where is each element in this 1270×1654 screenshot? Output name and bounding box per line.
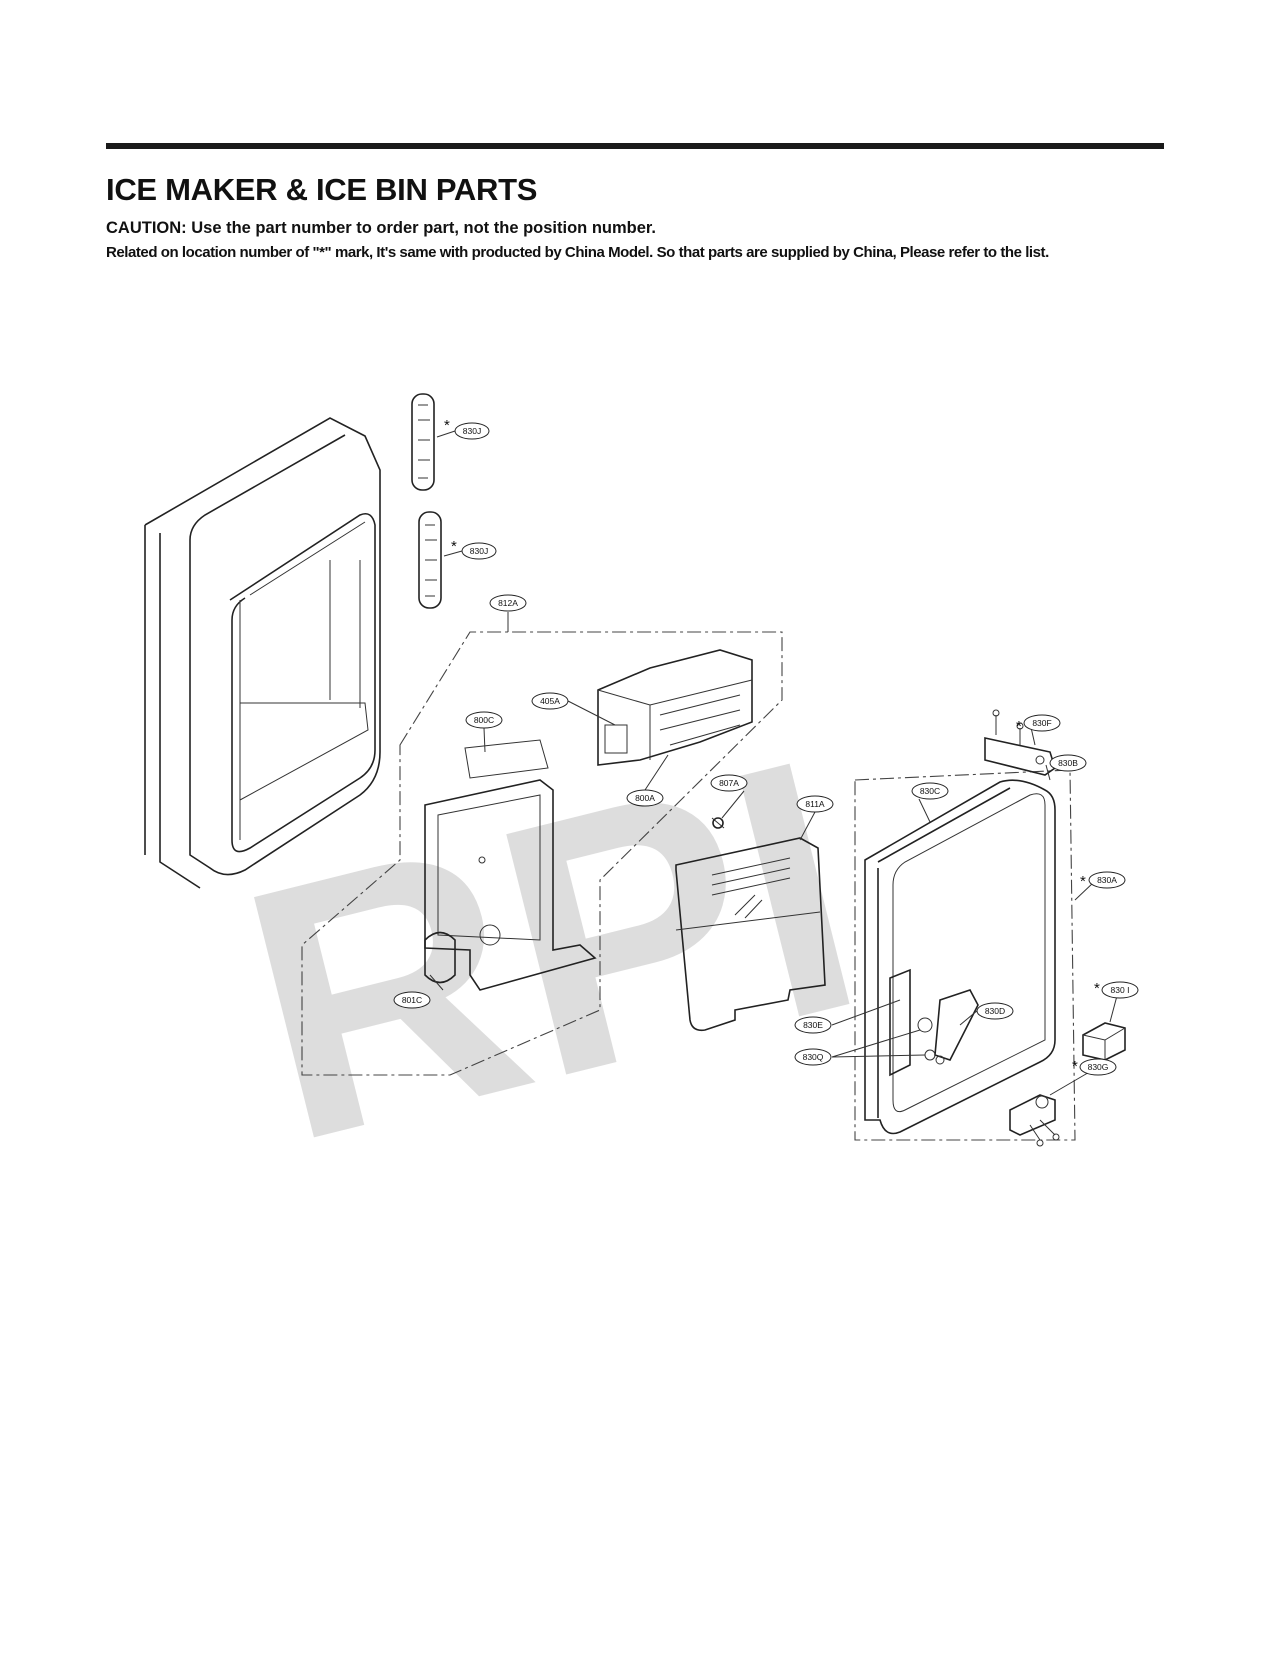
part-label-830E: 830E — [794, 1016, 832, 1034]
cap-830I — [1082, 1022, 1126, 1061]
part-label-812A: 812A — [489, 594, 527, 612]
door-frame — [144, 417, 381, 889]
svg-text:830Q: 830Q — [803, 1052, 824, 1062]
star-mark: * — [1072, 1058, 1078, 1075]
svg-text:830J: 830J — [463, 426, 481, 436]
svg-text:812A: 812A — [498, 598, 518, 608]
svg-text:830C: 830C — [920, 786, 940, 796]
svg-text:807A: 807A — [719, 778, 739, 788]
bracket-800C — [424, 739, 597, 991]
part-label-801C: 801C — [393, 991, 431, 1009]
part-label-405A: 405A — [531, 692, 569, 710]
svg-text:830D: 830D — [985, 1006, 1005, 1016]
svg-text:830A: 830A — [1097, 875, 1117, 885]
star-mark: * — [444, 417, 450, 434]
svg-text:830E: 830E — [803, 1020, 823, 1030]
svg-text:800A: 800A — [635, 793, 655, 803]
china-parts-note: Related on location number of "*" mark, … — [106, 244, 1049, 261]
svg-text:830F: 830F — [1032, 718, 1051, 728]
caution-text: CAUTION: Use the part number to order pa… — [106, 219, 657, 237]
ice-bin-811A — [675, 837, 826, 1032]
svg-text:801C: 801C — [402, 995, 422, 1005]
ice-maker-405A — [597, 649, 753, 766]
part-label-830B: 830B — [1049, 754, 1087, 772]
svg-text:830 I: 830 I — [1111, 985, 1130, 995]
star-mark: * — [1094, 980, 1100, 997]
part-label-830J-bottom: * 830J — [451, 538, 497, 560]
part-label-830G: * 830G — [1072, 1058, 1117, 1076]
svg-text:830G: 830G — [1088, 1062, 1109, 1072]
screw-807A — [711, 817, 725, 829]
part-label-830Q: 830Q — [794, 1048, 832, 1066]
part-label-811A: 811A — [796, 795, 834, 813]
clip-830J-top — [411, 393, 435, 491]
svg-text:405A: 405A — [540, 696, 560, 706]
header-rule — [106, 143, 1164, 149]
part-label-807A: 807A — [710, 774, 748, 792]
svg-text:800C: 800C — [474, 715, 494, 725]
svg-text:830B: 830B — [1058, 758, 1078, 768]
svg-text:830J: 830J — [470, 546, 488, 556]
clip-830J-bottom — [418, 511, 442, 609]
leader-lines — [429, 430, 1119, 1096]
star-mark: * — [1080, 873, 1086, 890]
part-label-830A: * 830A — [1080, 871, 1126, 890]
part-label-800C: 800C — [465, 711, 503, 729]
part-label-830J-top: * 830J — [444, 417, 490, 440]
hinge-830F — [984, 709, 1056, 776]
svg-text:811A: 811A — [805, 799, 825, 809]
watermark-text: RPI — [212, 683, 892, 1218]
star-mark: * — [1016, 718, 1022, 735]
part-label-800A: 800A — [626, 789, 664, 807]
page-title: ICE MAKER & ICE BIN PARTS — [106, 172, 538, 207]
part-label-830D: 830D — [976, 1002, 1014, 1020]
star-mark: * — [451, 538, 457, 555]
part-label-830F: * 830F — [1016, 714, 1061, 735]
part-label-830C: 830C — [911, 782, 949, 800]
part-label-830I: * 830 I — [1094, 980, 1139, 999]
hinge-830G — [1009, 1094, 1060, 1147]
assembly-boundary-812A — [301, 631, 783, 1076]
assembly-boundary-830A — [854, 769, 1076, 1141]
ice-door — [864, 779, 1056, 1135]
